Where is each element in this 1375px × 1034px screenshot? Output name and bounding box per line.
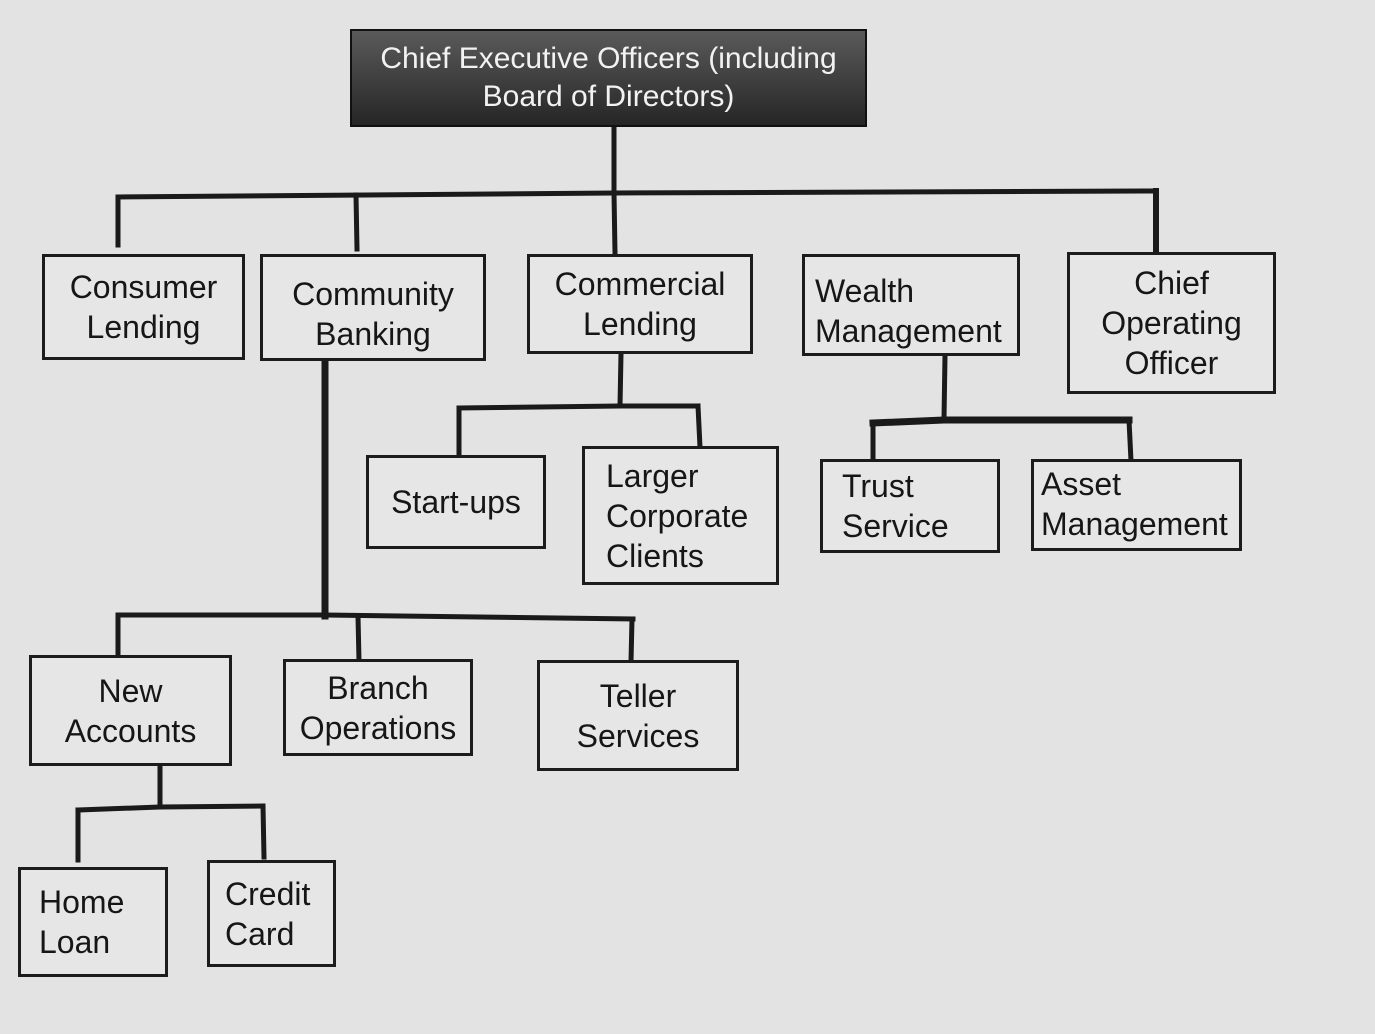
node-wealth-management-line-1: Wealth bbox=[815, 273, 915, 309]
node-wealth-management: Wealth Management bbox=[802, 254, 1020, 356]
connector-to-commercial-lending bbox=[611, 190, 618, 256]
node-chief-operating-officer-line-3: Officer bbox=[1124, 345, 1219, 381]
connector-commercial-bar bbox=[456, 403, 701, 411]
node-trust-service-line-1: Trust bbox=[842, 468, 914, 504]
node-commercial-lending-line-2: Lending bbox=[583, 306, 697, 342]
connector-to-teller-services bbox=[628, 616, 635, 665]
node-teller-services-line-1: Teller bbox=[599, 677, 677, 714]
connector-to-asset-management bbox=[1126, 417, 1134, 464]
node-commercial-lending: Commercial Lending bbox=[527, 254, 753, 354]
node-wealth-management-line-2: Management bbox=[815, 313, 1002, 349]
node-home-loan-line-1: Home bbox=[39, 884, 125, 920]
node-start-ups: Start-ups bbox=[366, 455, 546, 549]
node-home-loan: Home Loan bbox=[18, 867, 168, 977]
node-ceo-board-of-directors: Chief Executive Officers (including Boar… bbox=[350, 29, 867, 127]
node-new-accounts-line-2: Accounts bbox=[64, 712, 197, 749]
node-ceo-line-2: Board of Directors) bbox=[482, 80, 735, 113]
node-asset-management: Asset Management bbox=[1031, 459, 1242, 551]
connector-wealth-bar bbox=[869, 416, 1133, 427]
connector-new-accounts-bar bbox=[75, 803, 266, 813]
node-community-banking-line-1: Community bbox=[292, 275, 454, 312]
node-larger-corporate-clients-line-3: Clients bbox=[606, 537, 704, 574]
node-credit-card-line-1: Credit bbox=[225, 875, 311, 912]
node-branch-operations-line-2: Operations bbox=[299, 709, 457, 746]
node-consumer-lending-line-2: Lending bbox=[86, 309, 201, 345]
node-start-ups-line-1: Start-ups bbox=[391, 484, 521, 520]
connector-to-larger-corporate bbox=[695, 403, 703, 450]
node-teller-services: Teller Services bbox=[537, 660, 739, 771]
node-chief-operating-officer-line-1: Chief bbox=[1134, 265, 1209, 301]
node-larger-corporate-clients-line-1: Larger bbox=[606, 457, 699, 494]
node-chief-operating-officer: Chief Operating Officer bbox=[1067, 252, 1276, 394]
node-asset-management-line-2: Management bbox=[1041, 506, 1228, 542]
node-larger-corporate-clients-line-2: Corporate bbox=[606, 497, 749, 534]
node-larger-corporate-clients: Larger Corporate Clients bbox=[582, 446, 779, 585]
node-branch-operations-line-1: Branch bbox=[327, 669, 429, 706]
node-branch-operations: Branch Operations bbox=[283, 659, 473, 756]
connector-to-credit-card bbox=[260, 803, 267, 860]
node-asset-management-line-1: Asset bbox=[1041, 466, 1122, 502]
node-ceo-line-1: Chief Executive Officers (including bbox=[380, 42, 837, 75]
node-teller-services-line-2: Services bbox=[576, 717, 700, 754]
connector-wealth-down bbox=[941, 353, 948, 422]
node-home-loan-line-2: Loan bbox=[39, 924, 111, 960]
node-community-banking: Community Banking bbox=[260, 254, 486, 361]
node-consumer-lending-line-1: Consumer bbox=[69, 269, 218, 305]
node-consumer-lending: Consumer Lending bbox=[42, 254, 245, 360]
node-new-accounts-line-1: New bbox=[98, 672, 163, 709]
node-commercial-lending-line-1: Commercial bbox=[554, 266, 726, 302]
node-chief-operating-officer-line-2: Operating bbox=[1101, 305, 1242, 341]
node-new-accounts: New Accounts bbox=[29, 655, 232, 766]
node-credit-card: Credit Card bbox=[207, 860, 336, 967]
connector-top-bar bbox=[115, 188, 1159, 200]
node-trust-service-line-2: Service bbox=[842, 508, 949, 544]
connector-to-branch-operations bbox=[355, 613, 362, 664]
node-trust-service: Trust Service bbox=[820, 459, 1000, 553]
connector-commercial-down bbox=[617, 351, 624, 409]
connector-to-community-banking bbox=[353, 192, 360, 252]
node-credit-card-line-2: Card bbox=[225, 915, 295, 952]
node-community-banking-line-2: Banking bbox=[315, 315, 431, 352]
connector-community-bar bbox=[115, 612, 636, 622]
